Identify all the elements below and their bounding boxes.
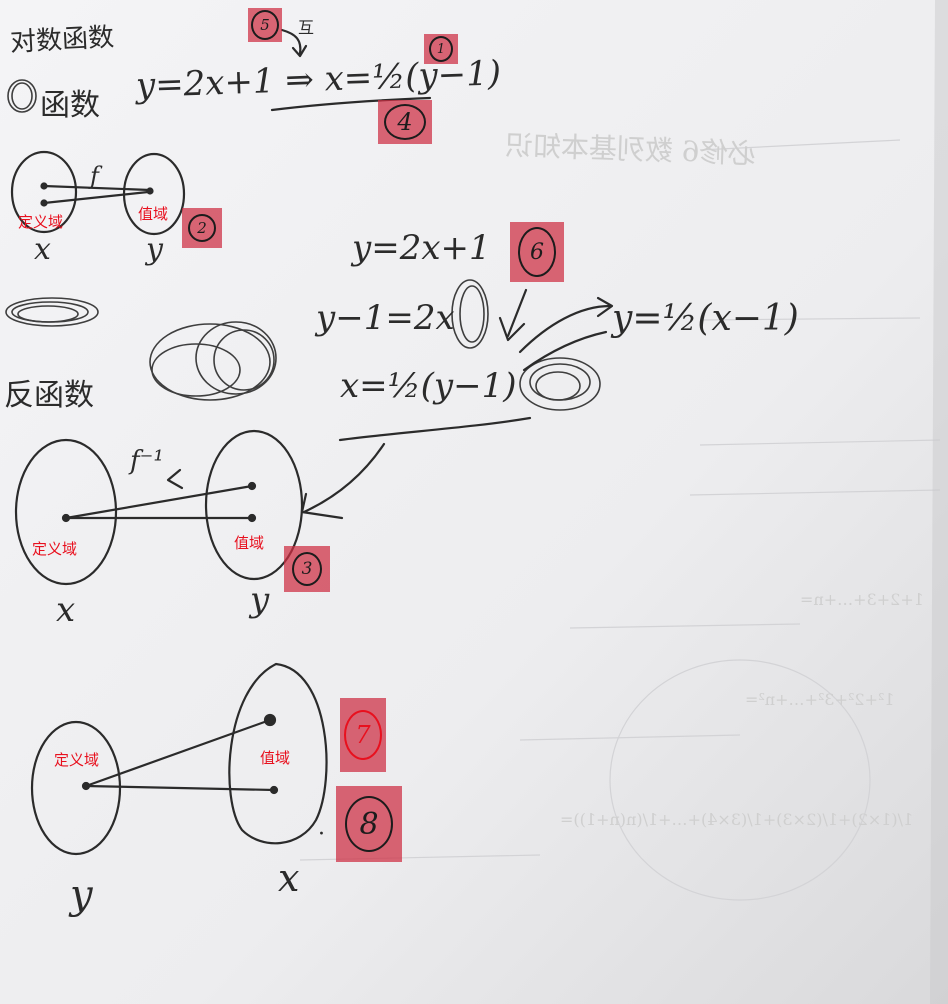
domain-label-2: 定义域 [32, 540, 78, 558]
equation-chain-2: y−1=2x [316, 298, 455, 338]
dot-mark: · [318, 822, 325, 847]
marker-badge-1: 1 [424, 34, 458, 64]
equation-result: y=½(x−1) [612, 298, 799, 339]
range-label-1: 值域 [138, 205, 169, 223]
marker-number: 2 [188, 214, 216, 242]
domain-label-3: 定义域 [54, 751, 100, 769]
inverse-function-label: 反函数 [4, 378, 94, 413]
heading-logarithmic-function: 对数函数 [9, 22, 115, 58]
printed-line-a: 1+2+3+…+n= [800, 590, 924, 609]
marker-number: 3 [292, 552, 322, 586]
marker-number: 6 [518, 227, 556, 277]
equation-chain-3: x=½(y−1) [340, 366, 517, 406]
var-y-first: y [146, 232, 163, 267]
marker-badge-4: 4 [378, 100, 432, 144]
marker-badge-5: 5 [248, 8, 282, 42]
marker-badge-7: 7 [340, 698, 386, 772]
range-label-2: 值域 [234, 534, 265, 552]
var-x-first: x [34, 232, 51, 267]
marker-badge-6: 6 [510, 222, 564, 282]
map-f-label: f [90, 162, 99, 190]
var-x-second: x [56, 590, 76, 630]
domain-label-1: 定义域 [18, 213, 64, 231]
printed-line-b: 1²+2²+3²+…+n²= [745, 690, 895, 709]
map-f-inverse-label: f⁻¹ [130, 446, 164, 476]
var-y-third: y [70, 872, 93, 918]
marker-number: 5 [251, 10, 279, 40]
marker-number: 1 [429, 36, 453, 62]
var-x-third: x [278, 856, 300, 900]
function-label: 函数 [40, 88, 100, 123]
printed-line-c: 1/(1×2)+1/(2×3)+1/(3×4)+…+1/(n(n+1))= [560, 810, 914, 829]
marker-badge-2: 2 [182, 208, 222, 248]
swap-mark: 互 [298, 18, 315, 37]
marker-number: 7 [344, 710, 382, 760]
marker-badge-3: 3 [284, 546, 330, 592]
marker-badge-8: 8 [336, 786, 402, 862]
range-label-3: 值域 [260, 749, 291, 767]
var-y-second: y [250, 580, 270, 620]
marker-number: 8 [345, 796, 393, 852]
marker-number: 4 [384, 104, 426, 140]
equation-chain-1: y=2x+1 [352, 228, 491, 268]
